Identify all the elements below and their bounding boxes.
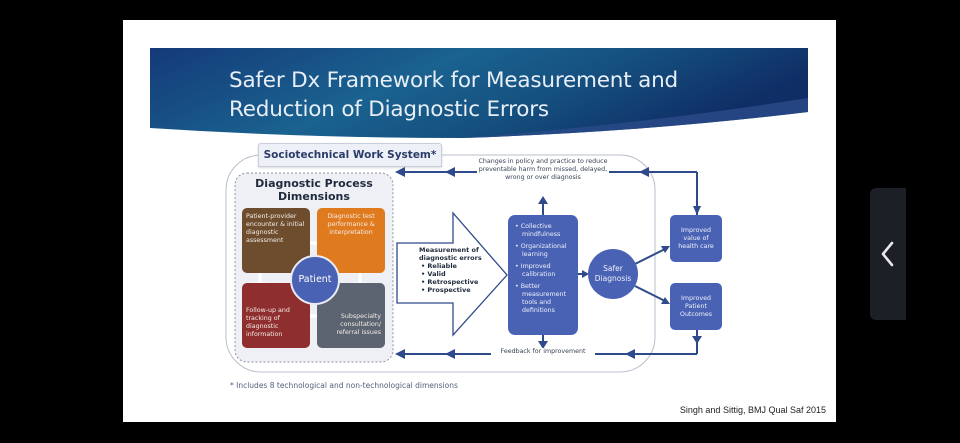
measurement-item: Prospective [427,286,499,294]
diagram-connectors [225,154,702,373]
learning-item: Collective mindfulness [521,223,573,239]
citation: Singh and Sittig, BMJ Qual Saf 2015 [679,405,826,415]
slide-title: Safer Dx Framework for Measurement and R… [229,66,678,124]
safer-diagnosis-circle: Safer Diagnosis [588,249,638,299]
learning-item: Organizational learning [521,243,573,259]
sociotechnical-work-system-tab: Sociotechnical Work System* [258,143,442,167]
outcome-patient-box: Improved Patient Outcomes [670,283,722,330]
chevron-left-icon [881,241,894,267]
dimensions-title: Diagnostic Process Dimensions [235,177,393,203]
dimensions-title-line-2: Dimensions [278,190,350,203]
learning-box: Collective mindfulness Organizational le… [508,215,578,335]
side-panel-toggle-button[interactable] [870,188,906,320]
learning-item: Improved calibration [521,263,573,279]
title-line-2: Reduction of Diagnostic Errors [229,97,549,122]
measurement-text: Measurement of diagnostic errors Reliabl… [419,246,499,294]
measurement-item: Valid [427,270,499,278]
title-line-1: Safer Dx Framework for Measurement and [229,68,678,93]
slide: Safer Dx Framework for Measurement and R… [123,20,836,422]
dimensions-title-line-1: Diagnostic Process [255,177,373,190]
quadrant-patient-provider-encounter: Patient-provider encounter & initial dia… [242,208,310,273]
arrowhead [395,167,405,177]
measurement-heading: Measurement of diagnostic errors [419,246,482,262]
learning-list: Collective mindfulness Organizational le… [514,223,573,315]
measurement-item: Retrospective [427,278,499,286]
outcome-patient-label: Improved Patient Outcomes [679,294,713,318]
patient-circle: Patient [290,255,340,305]
learning-item: Better measurement tools and definitions [521,283,573,315]
title-banner [150,48,808,138]
safer-diagnosis-label: Safer Diagnosis [594,264,632,283]
improvement-feedback-label: Feedback for improvement [493,348,593,356]
outcome-value-box: Improved value of health care [670,215,722,262]
policy-feedback-label: Changes in policy and practice to reduce… [478,158,608,181]
outcome-value-label: Improved value of health care [678,226,714,250]
footnote: * Includes 8 technological and non-techn… [230,381,458,390]
measurement-list: Reliable Valid Retrospective Prospective [419,262,499,294]
measurement-item: Reliable [427,262,499,270]
